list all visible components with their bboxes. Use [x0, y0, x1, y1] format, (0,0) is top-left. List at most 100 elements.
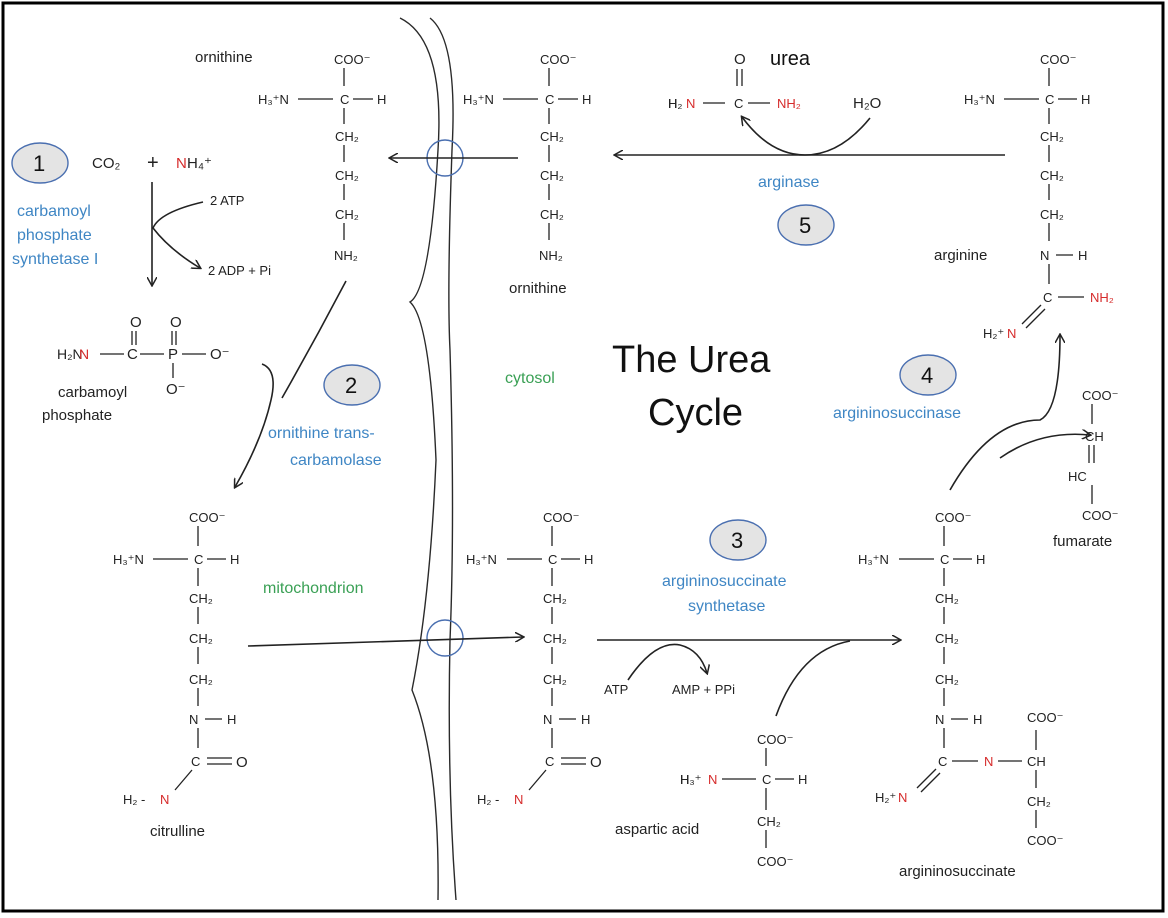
svg-text:CH₂: CH₂: [189, 672, 213, 687]
svg-text:H₂⁺: H₂⁺: [983, 326, 1004, 341]
svg-text:COO⁻: COO⁻: [334, 52, 370, 67]
svg-text:H: H: [668, 96, 677, 111]
reagent-atp: ATP: [604, 682, 628, 697]
step-2-ornithine-arrow: [281, 280, 347, 399]
svg-text:O⁻: O⁻: [166, 381, 186, 398]
svg-text:N: N: [79, 346, 89, 362]
svg-text:H: H: [584, 552, 593, 567]
svg-text:O: O: [130, 314, 142, 331]
svg-text:C: C: [1043, 290, 1052, 305]
svg-text:H: H: [1081, 92, 1090, 107]
citrulline-cytosol-structure: COO⁻ H₃⁺N C H CH₂ CH₂ CH₂ N H C O H₂ - N: [466, 510, 602, 807]
svg-text:CH₂: CH₂: [540, 168, 564, 183]
svg-text:C: C: [194, 552, 203, 567]
svg-text:H: H: [798, 772, 807, 787]
label-mitochondrion: mitochondrion: [263, 580, 364, 597]
svg-text:N: N: [189, 712, 198, 727]
step-3-atp-arrow: [627, 643, 707, 681]
svg-text:CH₂: CH₂: [335, 168, 359, 183]
reagent-2-atp: 2 ATP: [210, 193, 244, 208]
svg-text:H₃⁺N: H₃⁺N: [463, 92, 494, 107]
reagent-2-adp-pi: 2 ADP + Pi: [208, 263, 271, 278]
svg-text:CH₂: CH₂: [543, 672, 567, 687]
enzyme-2-line-1: ornithine trans-: [268, 425, 375, 442]
svg-text:C: C: [940, 552, 949, 567]
svg-text:H: H: [680, 772, 689, 787]
svg-text:CH₂: CH₂: [540, 129, 564, 144]
svg-text:2: 2: [345, 373, 357, 398]
svg-text:H: H: [581, 712, 590, 727]
svg-text:H₃⁺N: H₃⁺N: [858, 552, 889, 567]
svg-text:COO⁻: COO⁻: [540, 52, 576, 67]
enzyme-1-line-1: carbamoyl: [17, 203, 91, 220]
svg-text:CH₂: CH₂: [543, 591, 567, 606]
svg-text:COO⁻: COO⁻: [1040, 52, 1076, 67]
svg-text:H: H: [1078, 248, 1087, 263]
svg-text:C: C: [548, 552, 557, 567]
svg-text:H₃⁺N: H₃⁺N: [113, 552, 144, 567]
svg-text:P: P: [168, 346, 178, 363]
enzyme-1-line-2: phosphate: [17, 227, 92, 244]
svg-text:O: O: [170, 314, 182, 331]
svg-text:NH₂: NH₂: [777, 96, 801, 111]
svg-text:C: C: [340, 92, 349, 107]
svg-text:C: C: [545, 92, 554, 107]
svg-text:HC: HC: [1068, 469, 1087, 484]
svg-text:H: H: [230, 552, 239, 567]
svg-text:COO⁻: COO⁻: [543, 510, 579, 525]
svg-text:5: 5: [799, 213, 811, 238]
svg-text:N: N: [543, 712, 552, 727]
svg-text:H₃⁺N: H₃⁺N: [258, 92, 289, 107]
enzyme-1-line-3: synthetase I: [12, 251, 98, 268]
svg-text:H₂ -: H₂ -: [123, 792, 145, 807]
svg-text:N: N: [176, 155, 187, 172]
fumarate-structure: COO⁻ CH HC COO⁻: [1068, 388, 1118, 523]
label-ornithine-mito: ornithine: [195, 49, 253, 66]
svg-text:N: N: [686, 96, 695, 111]
svg-text:C: C: [127, 346, 138, 363]
step-3-aspartate-arrow: [775, 640, 851, 717]
svg-text:CH₂: CH₂: [935, 631, 959, 646]
svg-text:CH₂: CH₂: [935, 591, 959, 606]
svg-text:1: 1: [33, 151, 45, 176]
svg-text:COO⁻: COO⁻: [1082, 508, 1118, 523]
svg-text:O: O: [590, 754, 602, 771]
mitochondrial-membrane-inner: [429, 17, 457, 901]
svg-text:COO⁻: COO⁻: [189, 510, 225, 525]
step-4-badge: 4: [899, 354, 957, 396]
step-3-badge: 3: [709, 519, 767, 561]
svg-text:N: N: [1007, 326, 1016, 341]
enzyme-5: arginase: [758, 174, 819, 191]
enzyme-4: argininosuccinase: [833, 405, 961, 422]
svg-text:CH₂: CH₂: [335, 207, 359, 222]
label-fumarate: fumarate: [1053, 533, 1112, 550]
svg-text:H₂⁺: H₂⁺: [875, 790, 896, 805]
svg-text:C: C: [734, 96, 743, 111]
svg-text:H: H: [227, 712, 236, 727]
step-1-reactants: CO₂ + N H₄⁺: [92, 152, 212, 174]
step-5-water-arrow: [742, 117, 871, 156]
step-1-badge: 1: [11, 142, 69, 184]
title-line-1: The Urea: [612, 339, 771, 381]
svg-text:N: N: [708, 772, 717, 787]
svg-text:N: N: [1040, 248, 1049, 263]
svg-text:H₃⁺N: H₃⁺N: [466, 552, 497, 567]
svg-text:CH₂: CH₂: [1040, 168, 1064, 183]
label-arginine: arginine: [934, 247, 987, 264]
label-argininosuccinate: argininosuccinate: [899, 863, 1016, 880]
svg-text:H: H: [973, 712, 982, 727]
svg-text:+: +: [147, 152, 159, 174]
reagent-h2o: H₂O: [853, 95, 881, 112]
svg-text:COO⁻: COO⁻: [1027, 710, 1063, 725]
svg-text:COO⁻: COO⁻: [1082, 388, 1118, 403]
label-urea: urea: [770, 48, 811, 70]
svg-text:H: H: [582, 92, 591, 107]
svg-text:C: C: [762, 772, 771, 787]
svg-text:H: H: [377, 92, 386, 107]
label-cytosol: cytosol: [505, 370, 555, 387]
svg-text:H₂: H₂: [668, 96, 682, 111]
svg-text:CH: CH: [1085, 429, 1104, 444]
ornithine-cytosol-structure: COO⁻ H₃⁺N C H CH₂ CH₂ CH₂ NH₂: [463, 52, 591, 263]
step-4-arrow-arginine: [949, 335, 1060, 491]
